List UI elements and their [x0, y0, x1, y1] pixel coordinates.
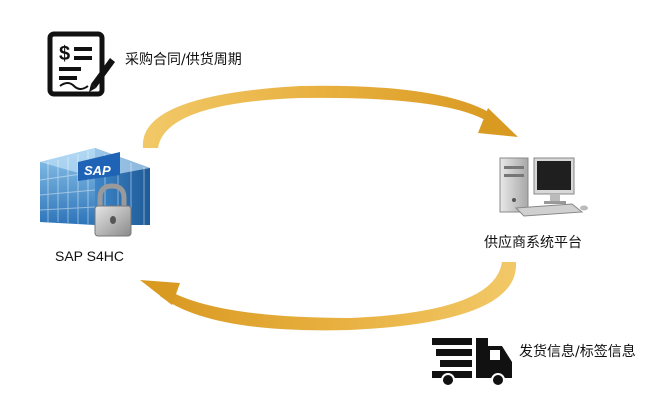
- contract-flow-label: 采购合同/供货周期: [125, 51, 255, 69]
- sap-node-label: SAP S4HC: [55, 247, 124, 265]
- top-flow-arrow: [143, 86, 518, 148]
- contract-document-icon: $: [50, 34, 115, 94]
- sap-server-lock-icon: SAP: [40, 148, 150, 236]
- delivery-truck-icon: [432, 338, 512, 386]
- platform-node-label: 供应商系统平台: [484, 234, 582, 252]
- desktop-computer-icon: [500, 158, 588, 216]
- shipping-flow-label: 发货信息/标签信息: [519, 343, 649, 361]
- svg-text:SAP: SAP: [84, 163, 111, 178]
- bottom-flow-arrow: [140, 262, 516, 330]
- svg-text:$: $: [59, 43, 70, 65]
